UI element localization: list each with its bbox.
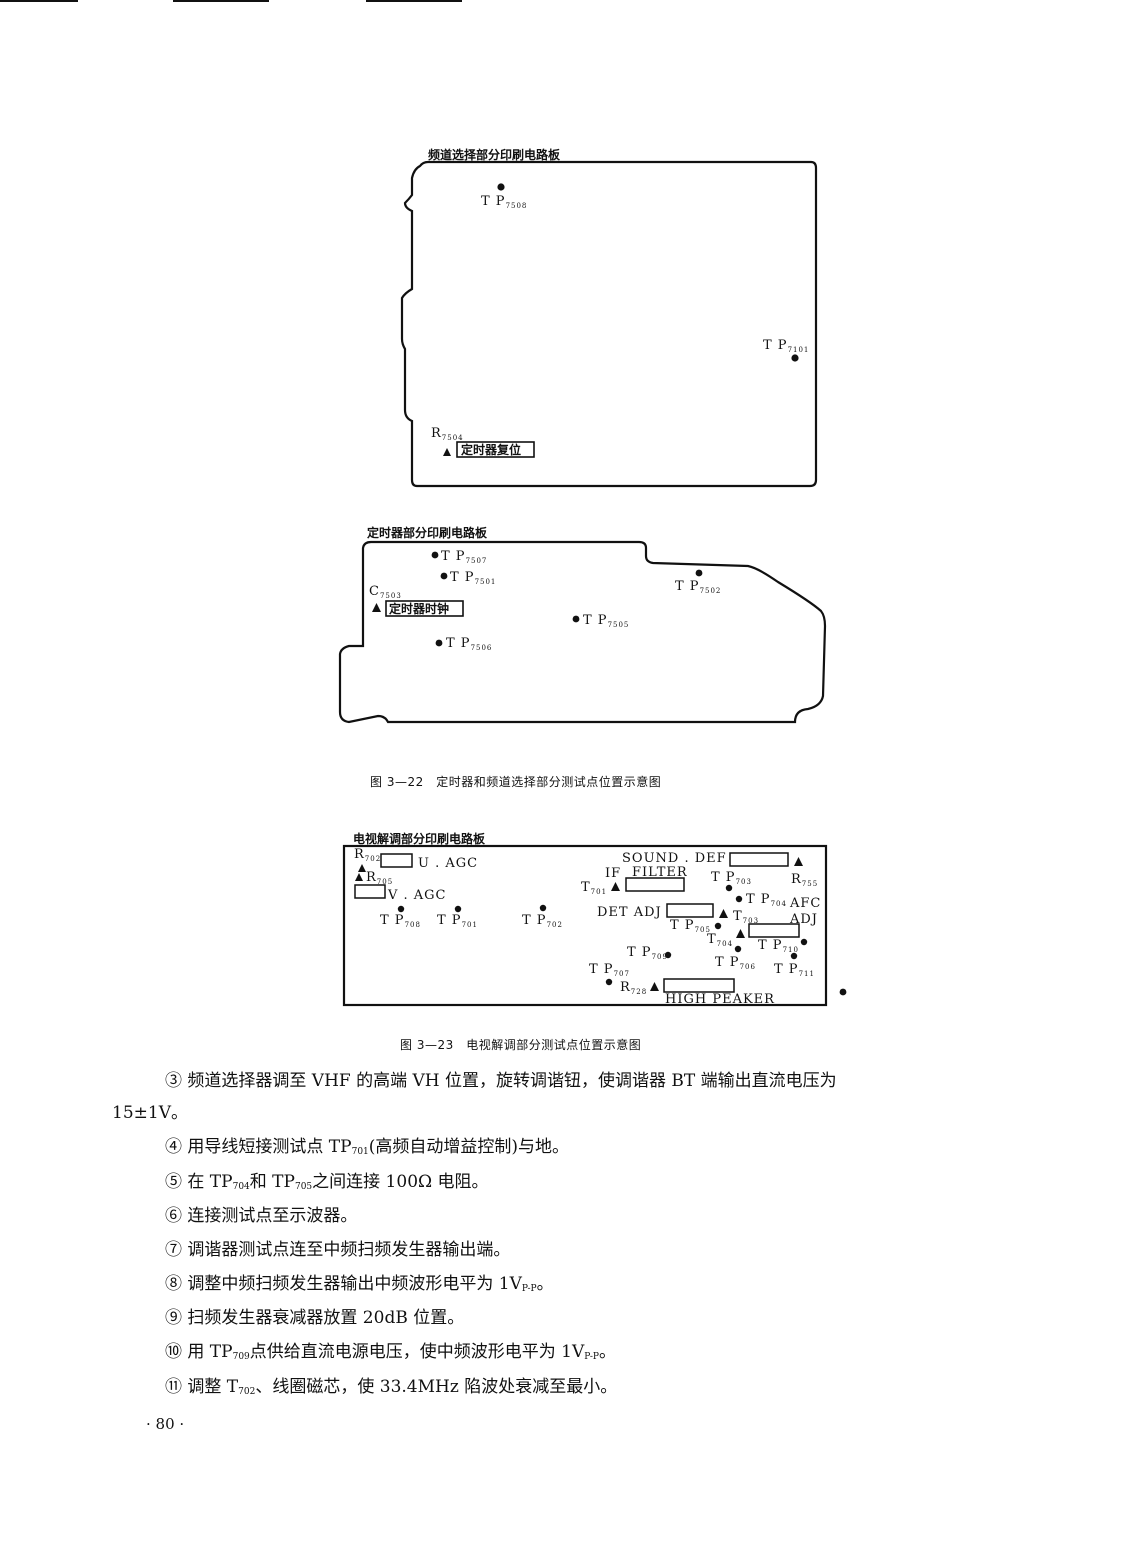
det-adj-label: DET ADJ — [597, 905, 662, 920]
tp707-label: T P707 — [589, 962, 630, 978]
tp708-dot — [397, 905, 405, 913]
tp7501-dot — [440, 572, 448, 580]
tp705-label: T P705 — [670, 918, 711, 934]
tp711-label: T P711 — [774, 962, 815, 978]
step-9: ⑨ 扫频发生器衰减器放置 20dB 位置。 — [165, 1308, 465, 1328]
r705-label: R705 — [366, 870, 393, 886]
t703-label: T703 — [733, 909, 759, 925]
timer-clock-label: 定时器时钟 — [389, 601, 449, 616]
tp711-dot — [790, 952, 798, 960]
t704-triangle — [736, 929, 745, 938]
r702-triangle — [358, 864, 366, 872]
tp7101-label: T P7101 — [763, 338, 809, 354]
afc-adj-box — [748, 923, 800, 938]
r7504-label: R7504 — [431, 426, 464, 442]
filter-label: FILTER — [632, 865, 688, 880]
step-10: ⑩ 用 TP709点供给直流电源电压，使中频波形电平为 1VP-P。 — [165, 1342, 616, 1362]
r728-label: R728 — [620, 980, 647, 996]
if-label: IF — [605, 866, 621, 881]
tp702-dot — [539, 904, 547, 912]
step-5: ⑤ 在 TP704和 TP705之间连接 100Ω 电阻。 — [165, 1172, 489, 1192]
v-agc-label: V . AGC — [387, 888, 447, 903]
step-8: ⑧ 调整中频扫频发生器输出中频波形电平为 1VP-P。 — [165, 1274, 554, 1294]
tp706-label: T P706 — [715, 955, 756, 971]
tp701-label: T P701 — [437, 913, 478, 929]
board-timer-title: 定时器部分印刷电路板 — [367, 526, 488, 540]
top-rule-2 — [173, 0, 269, 2]
tp704-label: T P704 — [746, 892, 787, 908]
tp7501-label: T P7501 — [450, 570, 496, 586]
r755-label: R755 — [791, 872, 818, 888]
board-channel-outline — [400, 160, 818, 488]
tp7508-dot — [497, 183, 505, 191]
top-rule-3 — [366, 0, 462, 2]
tp7506-label: T P7506 — [446, 636, 492, 652]
tp7502-dot — [695, 569, 703, 577]
r728-triangle — [650, 982, 659, 991]
page-number: · 80 · — [146, 1415, 185, 1433]
tp7507-dot — [431, 551, 439, 559]
tp704-dot — [735, 895, 743, 903]
board-demod-title: 电视解调部分印刷电路板 — [353, 832, 486, 846]
if-filter-box — [625, 877, 685, 892]
high-peaker-box — [663, 978, 735, 993]
figure-3-22-caption: 图 3—22 定时器和频道选择部分测试点位置示意图 — [370, 775, 662, 789]
tp702-label: T P702 — [522, 913, 563, 929]
u-agc-box — [380, 853, 413, 868]
tp7101-dot — [791, 354, 799, 362]
tp7505-label: T P7505 — [583, 613, 629, 629]
tp705-dot — [714, 922, 722, 930]
tp703-dot — [725, 884, 733, 892]
t704-dot — [734, 945, 742, 953]
tp7506-dot — [435, 639, 443, 647]
t701-triangle — [611, 882, 620, 891]
tp710-dot — [800, 938, 808, 946]
u-agc-label: U . AGC — [418, 856, 478, 871]
tp7507-label: T P7507 — [441, 549, 487, 565]
t701-label: T701 — [581, 880, 607, 896]
board-timer-diagram: T P7507 T P7501 T P7502 C7503 定时器时钟 T P7… — [338, 540, 827, 724]
step-4: ④ 用导线短接测试点 TP701(高频自动增益控制)与地。 — [165, 1137, 570, 1157]
timer-clock-box — [385, 600, 464, 617]
board-channel-diagram: T P7508 T P7101 R7504 定时器复位 — [400, 160, 818, 488]
v-agc-box — [354, 884, 386, 899]
tp709-dot — [664, 951, 672, 959]
tp707-dot — [605, 978, 613, 986]
step-6: ⑥ 连接测试点至示波器。 — [165, 1206, 358, 1226]
tp708-label: T P708 — [380, 913, 421, 929]
tp709-label: T P709 — [627, 945, 668, 961]
step-7: ⑦ 调谐器测试点连至中频扫频发生器输出端。 — [165, 1240, 511, 1260]
c7503-label: C7503 — [369, 584, 402, 600]
tp7505-dot — [572, 615, 580, 623]
outside-dot — [839, 988, 847, 996]
afc-label: AFC — [789, 896, 821, 911]
sound-def-label: SOUND . DEF — [622, 851, 727, 866]
t703-triangle — [719, 909, 728, 918]
top-rule-1 — [0, 0, 78, 2]
r755-triangle — [794, 857, 803, 866]
tp7508-label: T P7508 — [481, 194, 527, 210]
step-11: ⑪ 调整 T702、线圈磁芯，使 33.4MHz 陷波处衰减至最小。 — [165, 1377, 618, 1397]
board-demod-outline — [342, 844, 828, 1007]
board-timer-outline — [338, 540, 827, 724]
r702-label: R702 — [354, 847, 381, 863]
tp710-label: T P710 — [758, 938, 799, 954]
r7504-triangle — [443, 448, 451, 456]
det-adj-box — [666, 903, 714, 918]
tp703-label: T P703 — [711, 870, 752, 886]
step-3-cont: 15±1V。 — [112, 1103, 188, 1123]
board-channel-title: 频道选择部分印刷电路板 — [428, 148, 561, 162]
figure-3-23-caption: 图 3—23 电视解调部分测试点位置示意图 — [400, 1038, 642, 1052]
c7503-triangle — [372, 603, 381, 612]
t704-label: T704 — [707, 932, 733, 948]
r705-triangle — [355, 873, 363, 881]
sound-def-box — [729, 852, 789, 867]
tp701-dot — [454, 905, 462, 913]
high-peaker-label: HIGH PEAKER — [665, 992, 775, 1007]
timer-reset-label: 定时器复位 — [461, 442, 521, 457]
board-demod-diagram: R702 U . AGC R705 V . AGC T P708 T P701 … — [342, 844, 847, 1007]
timer-reset-box — [456, 441, 535, 458]
tp7502-label: T P7502 — [675, 579, 721, 595]
step-3: ③ 频道选择器调至 VHF 的高端 VH 位置，旋转调谐钮，使调谐器 BT 端输… — [165, 1071, 837, 1091]
